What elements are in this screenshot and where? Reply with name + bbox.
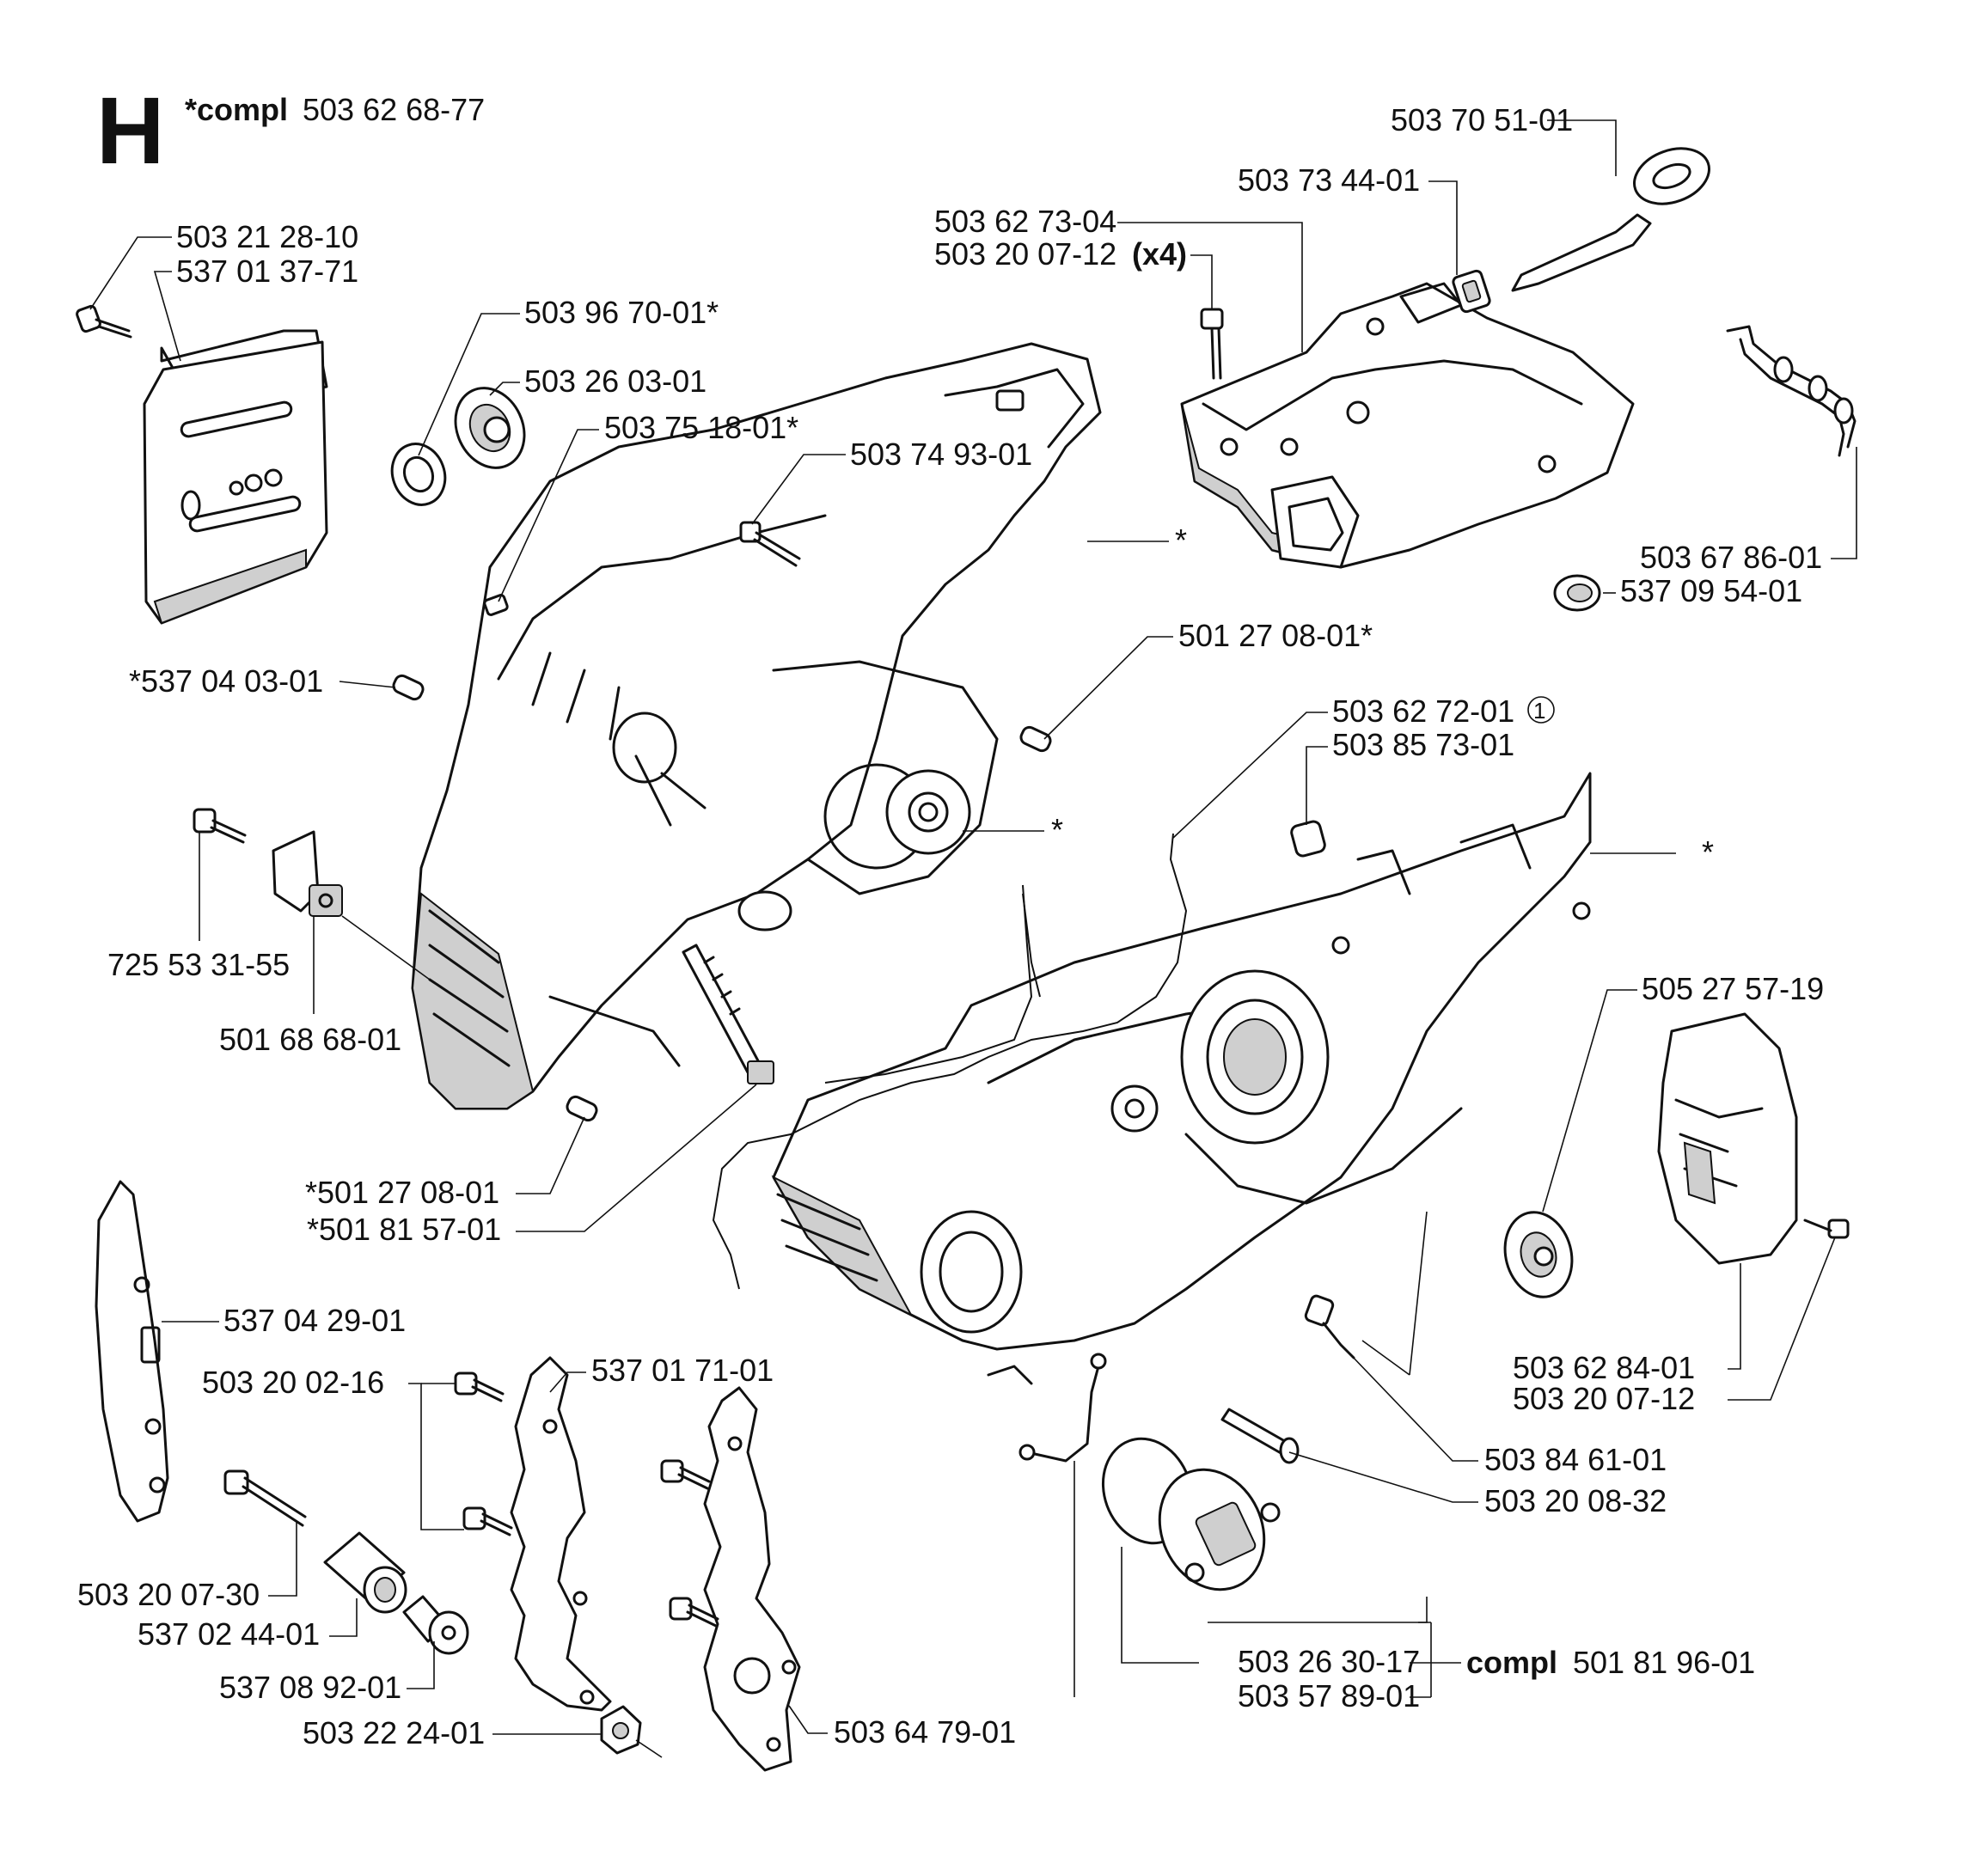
seal-ring-505-27 <box>1503 1211 1574 1298</box>
label-star-middle: * <box>1051 812 1063 847</box>
handle-strap-70-51 <box>1511 147 1711 292</box>
label-star-upper: * <box>1175 522 1187 558</box>
screw-725-53 <box>193 808 247 844</box>
label-503-96-70-01: 503 96 70-01* <box>524 295 719 330</box>
label-503-85-73-01: 503 85 73-01 <box>1332 727 1514 762</box>
hose-67-86 <box>1726 325 1856 457</box>
screw-84-61 <box>1304 1294 1355 1359</box>
label-503-73-44-01: 503 73 44-01 <box>1238 162 1420 198</box>
label-537-04-29-01: 537 04 29-01 <box>223 1303 406 1338</box>
screw-62-84 <box>1803 1219 1850 1239</box>
label-503-20-07-30: 503 20 07-30 <box>77 1577 260 1612</box>
bracket-501-68 <box>272 830 343 917</box>
chain-catcher-plate <box>95 1180 169 1523</box>
label-503-21-28-10: 503 21 28-10 <box>176 219 358 254</box>
label-compl-number: 501 81 96-01 <box>1573 1645 1755 1680</box>
right-crankcase <box>771 772 1592 1385</box>
cap-strap-57-89 <box>1018 1353 1107 1463</box>
plug-537-09-54 <box>1553 574 1601 612</box>
label-501-68-68-01: 501 68 68-01 <box>219 1022 401 1057</box>
screw-20-08-32 <box>1220 1408 1300 1464</box>
screw-x4-tank <box>1200 308 1224 380</box>
label-503-20-02-16: 503 20 02-16 <box>202 1365 384 1400</box>
label-503-70-51-01: 503 70 51-01 <box>1391 102 1573 137</box>
leader-lines <box>89 119 1857 1758</box>
screw-74-93 <box>739 521 801 567</box>
screw-20-02-16-upper <box>454 1371 505 1402</box>
rubber-grommet-73-44 <box>1452 269 1491 314</box>
bushing-85-73 <box>1290 820 1326 858</box>
label-725-53-31-55: 725 53 31-55 <box>107 947 290 982</box>
label-compl-prefix: compl <box>1466 1645 1557 1680</box>
screw-64-79-upper <box>660 1459 711 1490</box>
fuel-cap <box>1158 1468 1281 1591</box>
label-501-27-08-01-left: *501 27 08-01 <box>305 1175 499 1210</box>
label-503-22-24-01: 503 22 24-01 <box>303 1715 485 1750</box>
spacer-02-44 <box>323 1531 407 1614</box>
bearing-left <box>454 387 526 469</box>
label-505-27-57-19: 505 27 57-19 <box>1642 971 1824 1006</box>
gasket-62-72 <box>712 833 1188 1290</box>
label-star-right: * <box>1702 834 1714 870</box>
dowel-pin-lower <box>566 1095 598 1122</box>
pin-small-75 <box>483 594 509 616</box>
seal-ring-left <box>390 443 447 506</box>
dowel-pin-right-upper <box>1019 725 1052 753</box>
chain-guard-plate <box>143 329 328 625</box>
label-x4: (x4) <box>1132 236 1187 272</box>
label-503-26-30-17: 503 26 30-17 <box>1238 1644 1420 1679</box>
label-503-67-86-01: 503 67 86-01 <box>1640 540 1822 575</box>
nut-22-24 <box>600 1705 642 1755</box>
label-503-20-08-32: 503 20 08-32 <box>1484 1483 1667 1518</box>
label-503-20-07-12: 503 20 07-12 <box>1513 1381 1695 1416</box>
tank-cover <box>1180 282 1635 569</box>
pin-08-92 <box>402 1595 469 1655</box>
cover-62-84 <box>1657 1012 1798 1265</box>
label-503-62-73-04: 503 62 73-04 <box>934 204 1116 239</box>
label-503-84-61-01: 503 84 61-01 <box>1484 1442 1667 1477</box>
label-503-64-79-01: 503 64 79-01 <box>834 1714 1016 1750</box>
label-circled-1: 1 <box>1533 698 1545 724</box>
compl-number: 503 62 68-77 <box>303 92 485 127</box>
section-letter: H <box>96 78 164 184</box>
screw-chain-guard <box>76 304 132 339</box>
label-537-08-92-01: 537 08 92-01 <box>219 1670 401 1705</box>
label-503-57-89-01: 503 57 89-01 <box>1238 1678 1420 1713</box>
label-503-62-72-01: 503 62 72-01 <box>1332 693 1514 729</box>
label-537-04-03-01: *537 04 03-01 <box>129 663 323 699</box>
label-537-09-54-01: 537 09 54-01 <box>1620 573 1802 608</box>
label-503-26-03-01: 503 26 03-01 <box>524 363 707 399</box>
bumper-spike-64-79 <box>703 1386 801 1772</box>
label-503-20-07-12-x4: 503 20 07-12 <box>934 236 1116 272</box>
screw-20-02-16-lower <box>462 1506 513 1536</box>
bumper-spike-71-01 <box>510 1356 612 1712</box>
tensioner-bolt <box>682 944 774 1084</box>
gasket-left <box>1022 893 1041 998</box>
label-537-01-71-01: 537 01 71-01 <box>591 1353 774 1388</box>
label-503-62-84-01: 503 62 84-01 <box>1513 1350 1695 1385</box>
label-503-74-93-01: 503 74 93-01 <box>850 437 1032 472</box>
label-537-01-37-71: 537 01 37-71 <box>176 254 358 289</box>
label-501-81-57-01: *501 81 57-01 <box>307 1212 501 1247</box>
left-crankcase <box>411 342 1102 1110</box>
compl-prefix: *compl <box>185 92 288 127</box>
screw-20-07-30 <box>223 1469 307 1527</box>
screw-64-79-lower <box>669 1597 719 1628</box>
label-537-02-44-01: 537 02 44-01 <box>138 1616 320 1652</box>
dowel-pin-537-04-03 <box>392 674 425 701</box>
label-501-27-08-01-right: 501 27 08-01* <box>1178 618 1373 653</box>
label-503-75-18-01: 503 75 18-01* <box>604 410 798 445</box>
